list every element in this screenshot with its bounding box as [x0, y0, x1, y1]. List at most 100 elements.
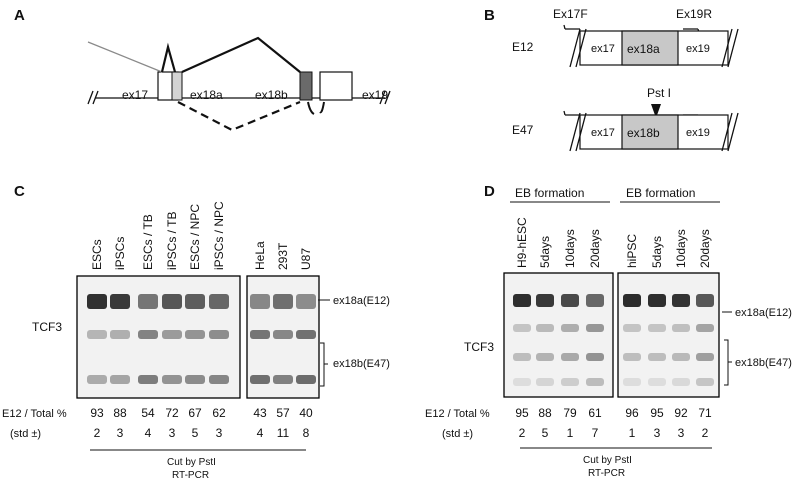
d-band-e47a: [513, 324, 531, 332]
d-band-e12: [623, 294, 641, 307]
c-band-e47a: [185, 330, 205, 339]
e47-primer-f-arrow: [563, 110, 580, 116]
c-method-label-1: Cut by PstI: [167, 457, 216, 468]
exon-18b-box: [299, 71, 313, 101]
c-band-e12: [296, 294, 316, 309]
e47-exon-ex19: ex19: [686, 127, 710, 139]
c-band-e47-label: ex18b(E47): [333, 358, 390, 370]
c-gene-label: TCF3: [32, 320, 62, 334]
e12-break-r1: [721, 28, 733, 68]
e12-exon-ex18a: ex18a: [627, 42, 660, 56]
d-lane-label: 5days: [650, 236, 664, 268]
d-std-value: 2: [702, 426, 709, 440]
d-lane-label: H9-hESC: [515, 217, 529, 268]
d-band-e47a: [648, 324, 666, 332]
e12-ex18a: [621, 30, 679, 66]
c-ratio-value: 72: [165, 406, 179, 420]
primer-f-label: Ex17F: [553, 7, 588, 21]
c-band-e12: [138, 294, 158, 309]
e12-exon-ex17: ex17: [591, 43, 615, 55]
d-band-e47c: [623, 378, 641, 386]
d-std-value: 2: [519, 426, 526, 440]
d-band-e47b: [513, 353, 531, 361]
label-ex18a: ex18a: [190, 88, 223, 102]
d-band-e47b: [696, 353, 714, 361]
e12-break-l2: [575, 28, 587, 68]
primer-f-arrow: [563, 24, 580, 30]
break-mark-right: [379, 90, 386, 105]
d-band-e47b: [672, 353, 690, 361]
c-ratio-value: 62: [212, 406, 226, 420]
d-band-e12: [513, 294, 531, 307]
c-std-value: 3: [169, 426, 176, 440]
c-band-e12: [250, 294, 270, 309]
c-band-e47b: [185, 375, 205, 384]
d-ratio-value: 88: [538, 406, 552, 420]
d-blot-1: [503, 272, 614, 398]
d-lane-label: 20days: [588, 229, 602, 268]
c-band-e47a: [250, 330, 270, 339]
d-band-e47a: [696, 324, 714, 332]
c-band-e47a: [162, 330, 182, 339]
d-band-e47b: [561, 353, 579, 361]
panel-a-letter: A: [14, 7, 25, 24]
panel-b-letter: B: [484, 7, 495, 24]
c-lane-label: iPSCs: [113, 237, 127, 270]
c-lane-label: iPSCs / TB: [165, 212, 179, 270]
d-band-e47c: [536, 378, 554, 386]
break-mark-left-2: [92, 90, 99, 105]
splice-arc-ex19: [307, 101, 325, 115]
c-band-e12: [87, 294, 107, 309]
exon-18a-box: [171, 71, 183, 101]
e12-break-l1: [569, 28, 581, 68]
d-band-e47c: [696, 378, 714, 386]
d-band-e47b: [536, 353, 554, 361]
panel-b: B Ex17F Ex19R E12 ex17 ex18a ex19 Pst I …: [484, 7, 739, 152]
d-band-e47b: [623, 353, 641, 361]
d-band-e47a: [586, 324, 604, 332]
c-e47-bracket: [320, 342, 328, 387]
c-band-e47b: [87, 375, 107, 384]
d-band-e12: [672, 294, 690, 307]
d-band-e47a: [623, 324, 641, 332]
c-band-e12: [273, 294, 293, 309]
d-e47-bracket: [724, 339, 732, 386]
d-std-value: 7: [592, 426, 599, 440]
d-band-e47a: [536, 324, 554, 332]
d-group-title-1: EB formation: [515, 186, 584, 200]
d-band-e47a: [561, 324, 579, 332]
c-band-e47b: [209, 375, 229, 384]
d-lane-label: 20days: [698, 229, 712, 268]
d-band-e47c: [672, 378, 690, 386]
d-lane-label: 10days: [674, 229, 688, 268]
c-ratio-value: 54: [141, 406, 155, 420]
splice-arc-small: [160, 42, 177, 73]
e12-exon-ex19: ex19: [686, 43, 710, 55]
d-band-e47c: [561, 378, 579, 386]
d-ratio-value: 95: [650, 406, 664, 420]
pst-site-label: Pst I: [647, 86, 671, 100]
c-lane-label: ESCs / TB: [141, 214, 155, 270]
c-band-e47a: [296, 330, 316, 339]
d-ratio-value: 95: [515, 406, 529, 420]
c-band-e47b: [250, 375, 270, 384]
c-band-e47b: [273, 375, 293, 384]
c-band-e47b: [162, 375, 182, 384]
splice-arc-ex18b: [177, 100, 301, 132]
c-band-e47a: [110, 330, 130, 339]
d-std-value: 3: [678, 426, 685, 440]
c-band-e12: [110, 294, 130, 309]
c-std-value: 4: [145, 426, 152, 440]
d-blot-2: [617, 272, 720, 398]
c-ratio-value: 88: [113, 406, 127, 420]
c-ratio-value: 67: [188, 406, 202, 420]
d-ratio-value: 71: [698, 406, 712, 420]
d-lane-label: 5days: [538, 236, 552, 268]
c-std-value: 8: [303, 426, 310, 440]
e47-break-l1: [569, 112, 581, 152]
c-lane-label: ESCs / NPC: [188, 204, 202, 270]
d-method-label-2: RT-PCR: [588, 468, 625, 479]
